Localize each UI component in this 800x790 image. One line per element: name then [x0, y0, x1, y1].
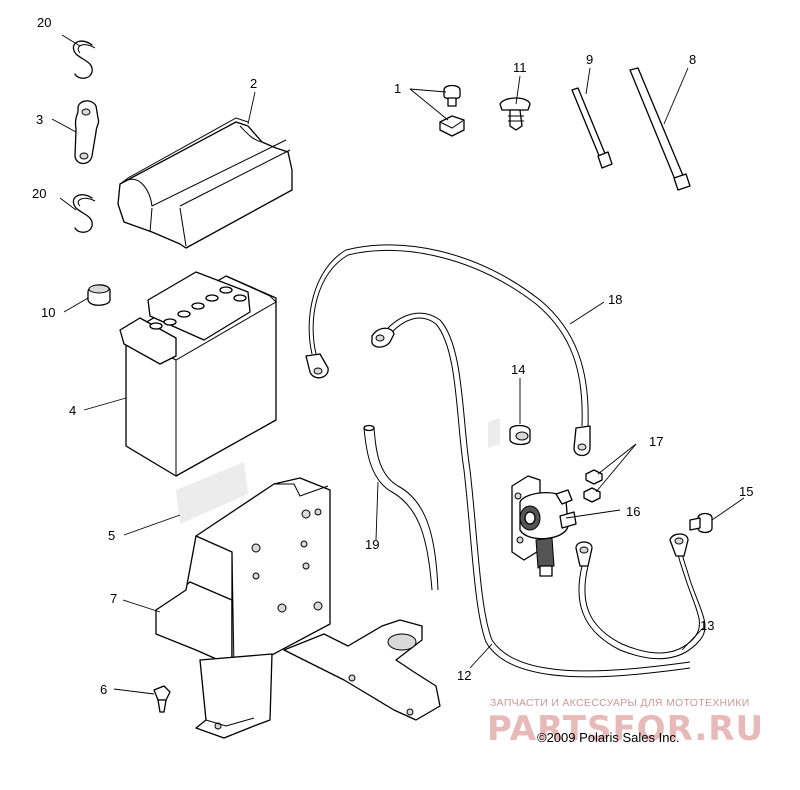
s-hook-part-20-bottom — [72, 194, 96, 233]
callout-16: 16 — [626, 504, 640, 519]
cable-tie-part-8 — [629, 67, 691, 191]
callout-numbers: 20 3 20 2 1 11 9 8 10 4 5 7 6 18 14 17 1… — [32, 15, 753, 697]
callout-19: 19 — [365, 537, 379, 552]
bolt-part-15 — [689, 512, 713, 534]
watermark: ЗАПЧАСТИ И АКСЕССУАРЫ ДЛЯ МОТОТЕХНИКИ PA… — [487, 697, 764, 749]
screw-part-14 — [488, 418, 531, 448]
push-clip-part-11 — [499, 97, 531, 131]
vent-tube-part-19 — [363, 424, 439, 591]
callout-7: 7 — [110, 591, 117, 606]
battery-cover-part-2 — [117, 117, 293, 249]
callout-8: 8 — [689, 52, 696, 67]
battery-label-part-5 — [176, 462, 248, 524]
copyright-text: ©2009 Polaris Sales Inc. — [537, 730, 680, 745]
callout-2: 2 — [250, 76, 257, 91]
battery-box-part-7 — [155, 477, 331, 673]
watermark-tagline: ЗАПЧАСТИ И АКСЕССУАРЫ ДЛЯ МОТОТЕХНИКИ — [490, 697, 750, 709]
callout-17: 17 — [649, 434, 663, 449]
callout-13: 13 — [700, 618, 714, 633]
battery-part-4 — [119, 271, 277, 477]
mounting-bracket — [195, 619, 441, 739]
callout-14: 14 — [511, 362, 525, 377]
callout-15: 15 — [739, 484, 753, 499]
callout-5: 5 — [108, 528, 115, 543]
callout-1: 1 — [394, 81, 401, 96]
callout-9: 9 — [586, 52, 593, 67]
nuts-part-17 — [583, 469, 603, 503]
cable-tie-part-9 — [571, 87, 613, 169]
bolt-nut-part-1 — [439, 84, 465, 137]
callout-6: 6 — [100, 682, 107, 697]
callout-20-bottom: 20 — [32, 186, 46, 201]
battery-strap-part-3 — [74, 100, 100, 165]
cable-part-12 — [371, 312, 691, 678]
callout-3: 3 — [36, 112, 43, 127]
callout-20-top: 20 — [37, 15, 51, 30]
callout-4: 4 — [69, 403, 76, 418]
terminal-cap-part-10 — [87, 284, 111, 306]
callout-12: 12 — [457, 668, 471, 683]
cable-part-18 — [305, 244, 591, 457]
callout-11: 11 — [513, 60, 527, 75]
solenoid-part-16 — [511, 475, 577, 577]
leader-lines — [51, 34, 745, 695]
s-hook-part-20-top — [72, 40, 96, 79]
callout-18: 18 — [608, 292, 622, 307]
bolt-part-6 — [153, 685, 171, 713]
cable-part-13 — [575, 533, 706, 660]
watermark-logo: PARTSFOR.RU — [487, 709, 764, 749]
callout-10: 10 — [41, 305, 55, 320]
